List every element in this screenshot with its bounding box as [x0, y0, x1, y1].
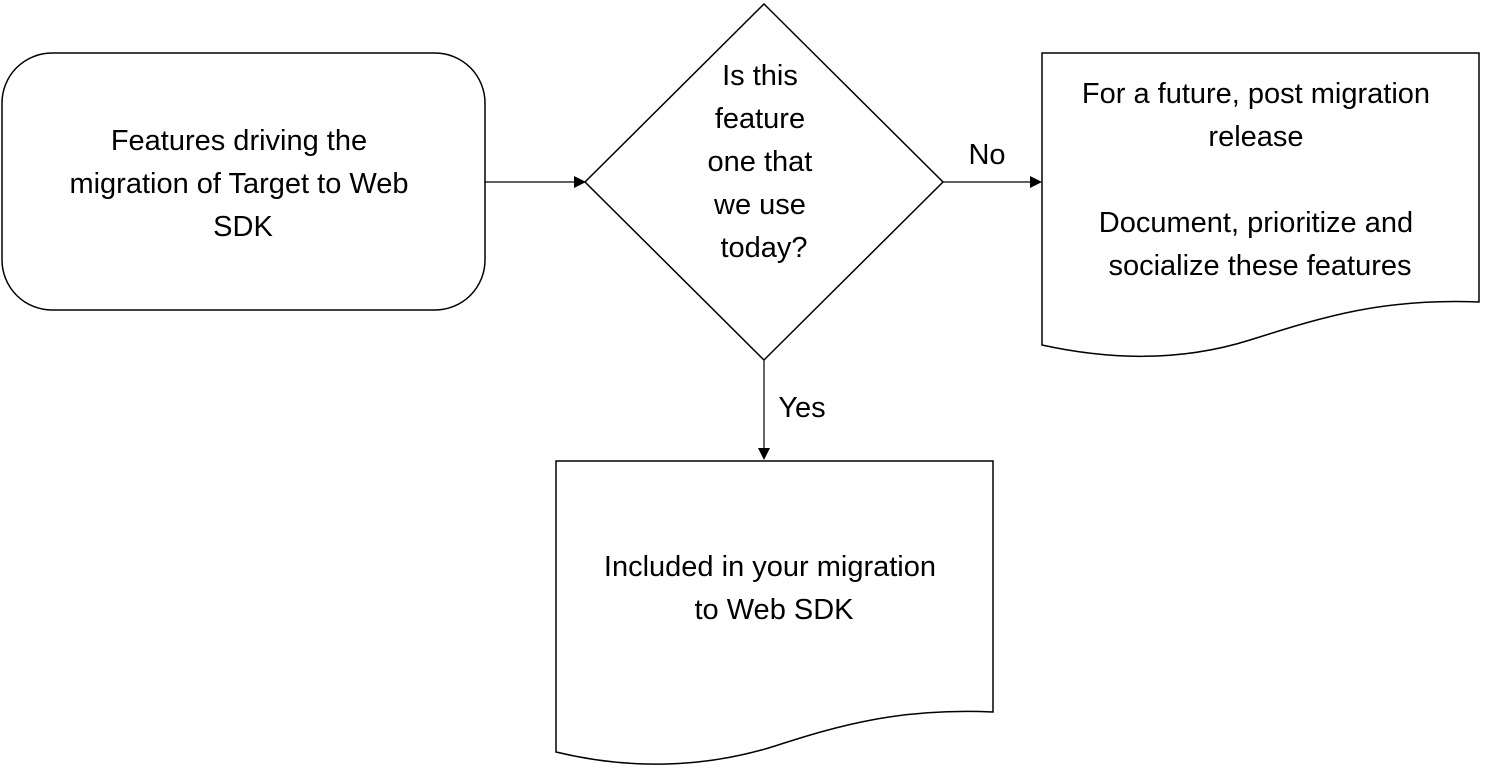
start-node-line-3: SDK [213, 211, 273, 243]
no-outcome-node-text: For a future, post migration release Doc… [1082, 78, 1438, 282]
decision-node-shape [583, 2, 945, 362]
arrowhead-right-icon [1030, 176, 1042, 188]
yes-outcome-node: Included in your migration to Web SDK [555, 460, 994, 765]
no-outcome-node-shape [1041, 52, 1480, 358]
yes-edge-label: Yes [778, 392, 825, 424]
yes-outcome-node-text: Included in your migration to Web SDK [604, 551, 944, 626]
yes-outcome-node-shape [555, 460, 994, 765]
start-node: Features driving the migration of Target… [1, 52, 486, 311]
decision-node-line-2: feature [715, 103, 805, 135]
decision-node-line-3: one that [708, 146, 813, 178]
decision-node-text: Is this feature one that we use today? [708, 60, 821, 264]
no-outcome-line-1: For a future, post migration [1082, 78, 1430, 110]
decision-node-line-5: today? [720, 232, 807, 264]
connector-decision-to-yes: Yes [758, 360, 826, 460]
yes-outcome-line-2: to Web SDK [694, 594, 854, 626]
connector-decision-to-no: No [943, 139, 1042, 188]
decision-node-line-4: we use [713, 189, 806, 221]
arrowhead-right-icon [574, 176, 586, 188]
connector-start-to-decision [485, 176, 586, 188]
yes-outcome-line-1: Included in your migration [604, 551, 936, 583]
no-outcome-line-2: release [1208, 121, 1303, 153]
decision-node: Is this feature one that we use today? [583, 2, 945, 362]
start-node-text: Features driving the migration of Target… [69, 125, 416, 243]
start-node-line-1: Features driving the [111, 125, 367, 157]
start-node-line-2: migration of Target to Web [69, 168, 408, 200]
no-edge-label: No [968, 139, 1005, 171]
arrowhead-down-icon [758, 448, 770, 460]
no-outcome-line-5: socialize these features [1108, 250, 1411, 282]
no-outcome-node: For a future, post migration release Doc… [1041, 52, 1480, 358]
no-outcome-line-4: Document, prioritize and [1099, 207, 1413, 239]
decision-node-line-1: Is this [722, 60, 798, 92]
